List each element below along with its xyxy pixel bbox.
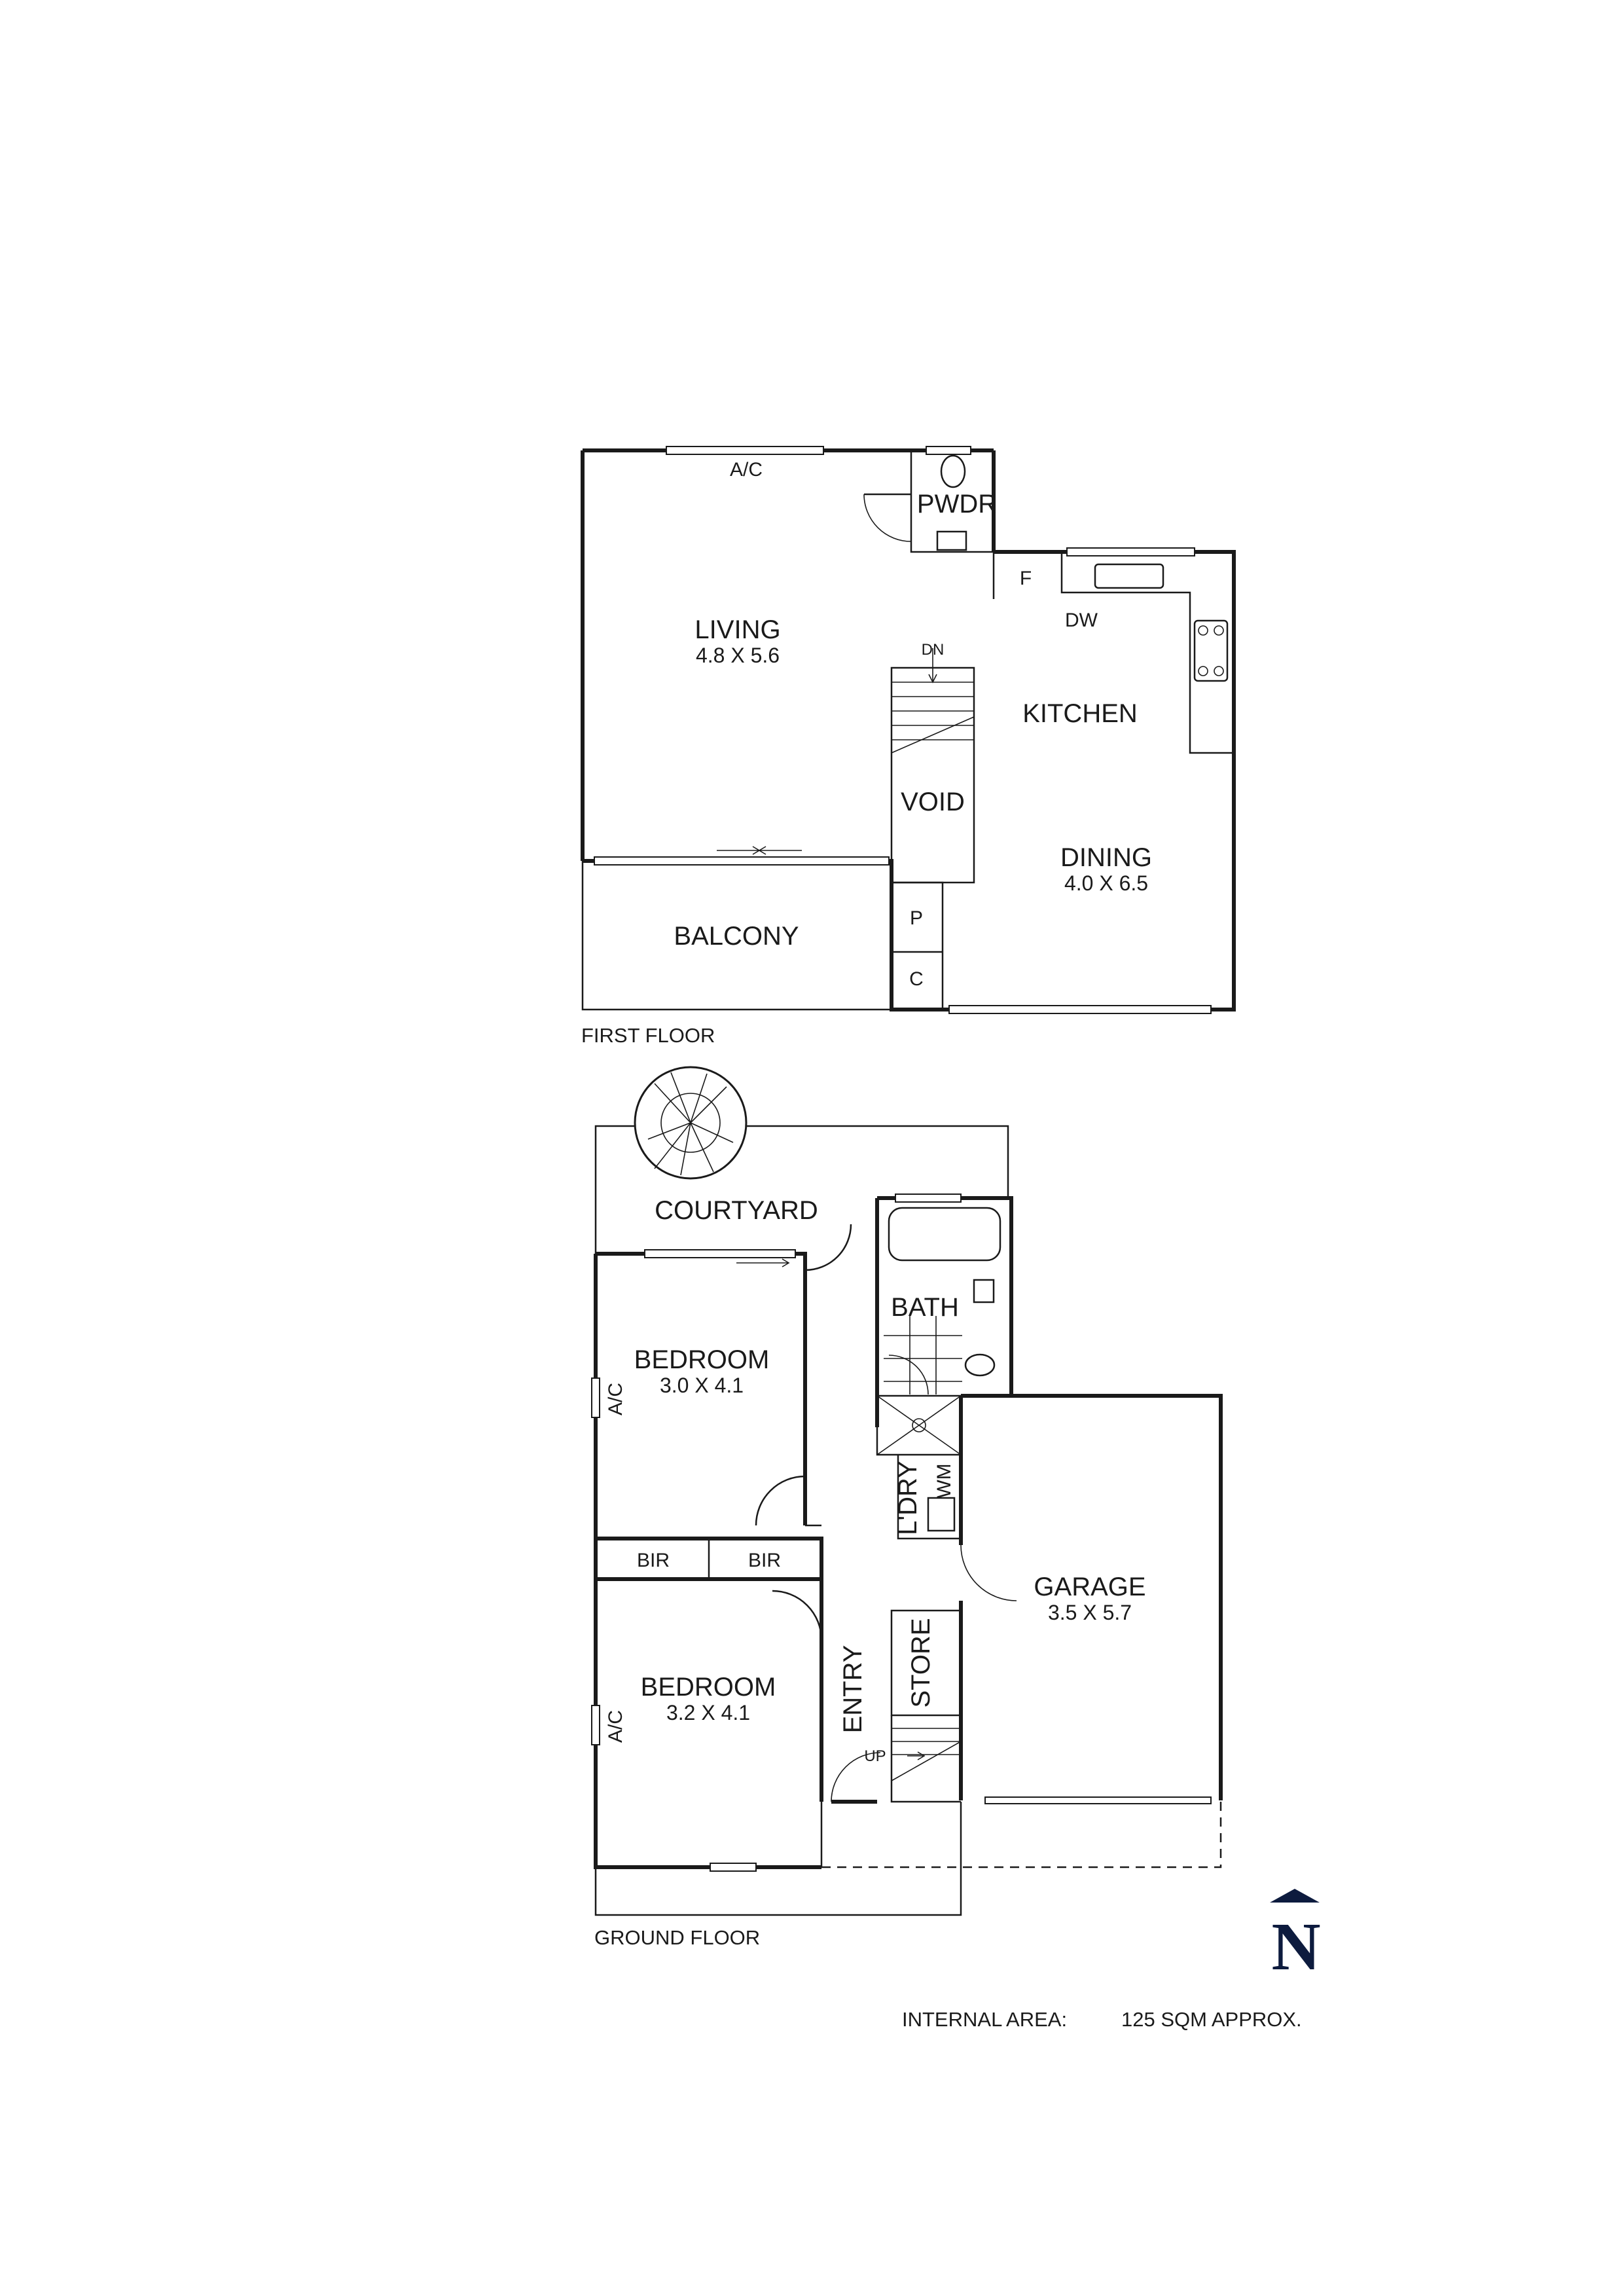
pwdr-toilet-icon <box>940 454 966 488</box>
pwdr-window <box>926 446 971 455</box>
store-cupboard <box>890 1609 962 1717</box>
bedroom2-ac-label: A/C <box>605 1710 626 1743</box>
laundry-walls <box>897 1455 961 1540</box>
kitchen-label: KITCHEN <box>1022 699 1138 728</box>
bedroom2-door-swing <box>772 1590 823 1641</box>
garage-door-swing <box>960 1544 1017 1601</box>
store-label: STORE <box>907 1618 935 1707</box>
bath-window <box>895 1194 962 1203</box>
pwdr-basin-icon <box>936 530 967 551</box>
bedroom2-ac-unit <box>591 1705 600 1745</box>
bedroom2-size: 3.2 X 4.1 <box>666 1701 750 1724</box>
bedroom1-ac-label: A/C <box>605 1383 626 1415</box>
stair-treads <box>892 682 974 740</box>
stair-up-treads <box>892 1728 961 1755</box>
first-floor-labels: A/C PWDR LIVING 4.8 X 5.6 F DW DN KITCHE… <box>581 459 1152 1047</box>
living-window <box>666 446 824 455</box>
pwdr-inner-wall <box>910 450 994 553</box>
pantry-cupboard-walls <box>892 881 944 1010</box>
bath-door-swing <box>888 1355 929 1395</box>
garage-roller-door <box>984 1796 1212 1804</box>
bath-vanity-icon <box>973 1279 995 1303</box>
garage-size: 3.5 X 5.7 <box>1048 1601 1132 1624</box>
internal-area-label: INTERNAL AREA: <box>902 2008 1067 2031</box>
kitchen-window <box>1066 547 1195 556</box>
stairs-down-label: DN <box>922 641 945 659</box>
north-arrow-icon <box>1270 1889 1320 1903</box>
bedroom2-window <box>710 1863 757 1872</box>
dishwasher-label: DW <box>1065 610 1098 631</box>
ground-floor-caption: GROUND FLOOR <box>594 1926 760 1949</box>
bedroom1-window <box>644 1249 796 1258</box>
void-label: VOID <box>901 788 965 816</box>
washing-machine-icon <box>927 1497 956 1532</box>
stair-break-line <box>891 716 975 754</box>
bedroom1-label: BEDROOM <box>634 1345 770 1374</box>
pwdr-label: PWDR <box>917 490 997 519</box>
stairs-up-label: UP <box>864 1747 886 1765</box>
courtyard-boundary <box>594 1125 1009 1254</box>
pwdr-door-swing <box>863 494 912 542</box>
wm-label: WM <box>933 1463 955 1498</box>
pantry-label: P <box>910 907 923 929</box>
bedroom2-label: BEDROOM <box>641 1673 776 1702</box>
dining-window <box>948 1005 1212 1014</box>
void-stair-outline <box>890 666 975 884</box>
north-label: N <box>1271 1909 1320 1984</box>
stair-up-arrow <box>907 1751 926 1760</box>
entry-door-swing <box>831 1752 881 1802</box>
bathtub-icon <box>888 1207 1001 1262</box>
garage-wall <box>961 1394 1223 1800</box>
ground-floor-labels: COURTYARD BATH BEDROOM 3.0 X 4.1 A/C L'D… <box>594 1196 1146 1949</box>
bir1-label: BIR <box>637 1550 670 1571</box>
courtyard-door-swing <box>804 1224 852 1271</box>
fridge-label: F <box>1020 568 1032 589</box>
sink-icon <box>1094 563 1164 589</box>
driveway-line <box>821 1800 1222 1868</box>
bath-label: BATH <box>891 1293 959 1322</box>
living-ac-label: A/C <box>730 459 763 481</box>
tree-icon <box>634 1066 748 1180</box>
stair-up-outline <box>890 1715 961 1803</box>
bir2-label: BIR <box>748 1550 781 1571</box>
dining-label: DINING <box>1060 843 1152 872</box>
courtyard-label: COURTYARD <box>655 1196 818 1225</box>
balcony-outline <box>581 861 892 1011</box>
bedroom1-size: 3.0 X 4.1 <box>660 1374 744 1397</box>
bath-tiles <box>884 1316 962 1394</box>
cooktop-icon <box>1193 619 1229 682</box>
kitchen-bench <box>1060 552 1234 754</box>
cupboard-label: C <box>909 968 924 990</box>
bedroom1-door-swing <box>755 1475 806 1526</box>
ground-floor-plan <box>591 1066 1223 1916</box>
first-floor-plan <box>581 446 1236 1014</box>
first-floor-caption: FIRST FLOOR <box>581 1024 715 1047</box>
laundry-label: L'DRY <box>893 1461 922 1535</box>
entry-label: ENTRY <box>838 1645 867 1734</box>
garage-label: GARAGE <box>1034 1573 1145 1601</box>
north-arrow: N <box>1270 1889 1321 1984</box>
internal-area-value: 125 SQM APPROX. <box>1121 2008 1302 2031</box>
bedroom1-ac-unit <box>591 1377 600 1418</box>
living-label: LIVING <box>694 615 780 644</box>
balcony-label: BALCONY <box>674 922 799 951</box>
bath-toilet-icon <box>964 1353 996 1377</box>
internal-area: INTERNAL AREA: 125 SQM APPROX. <box>902 2008 1302 2031</box>
slide-arrows <box>717 846 802 855</box>
living-size: 4.8 X 5.6 <box>696 644 780 667</box>
balcony-sliding-door <box>594 856 890 866</box>
front-boundary <box>594 1802 962 1916</box>
dining-size: 4.0 X 6.5 <box>1064 871 1148 895</box>
